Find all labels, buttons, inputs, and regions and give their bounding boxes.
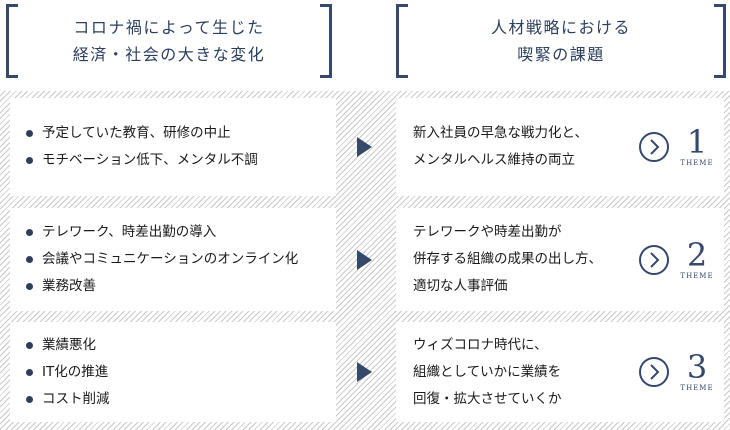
list-item-text: テレワーク、時差出勤の導入 (42, 224, 217, 240)
header-line: 喫緊の課題 (517, 45, 605, 64)
bullet-dot-icon (26, 368, 33, 376)
issue-text: テレワークや時差出勤が 併存する組織の成果の出し方、 適切な人事評価 (413, 219, 635, 300)
bullet-dot-icon (26, 157, 33, 164)
issue-line: メンタルヘルス維持の両立 (413, 152, 575, 168)
list-item: 予定していた教育、研修の中止 (26, 120, 336, 147)
issue-line: 新入社員の早急な戦力化と、 (413, 125, 588, 141)
list-item: コスト削減 (26, 386, 336, 413)
list-item: テレワーク、時差出勤の導入 (26, 219, 336, 246)
list-item: 業務改善 (26, 273, 336, 300)
bracket-right (320, 4, 332, 78)
changes-box: 業績悪化 IT化の推進 コスト削減 (10, 322, 336, 422)
theme-badge: 2 THEME (674, 238, 720, 281)
bullet-dot-icon (26, 256, 33, 263)
bracket-left (6, 4, 18, 78)
changes-list: 予定していた教育、研修の中止 モチベーション低下、メンタル不調 (26, 120, 336, 174)
list-item-text: 業務改善 (42, 278, 96, 294)
theme-label: THEME (680, 384, 714, 392)
list-item: 会議やコミュニケーションのオンライン化 (26, 246, 336, 273)
header-line: 経済・社会の大きな変化 (72, 45, 266, 64)
chevron-circle-right-icon[interactable] (639, 244, 669, 275)
header-urgent-issues: 人材戦略における 喫緊の課題 (396, 4, 726, 78)
theme-label: THEME (680, 159, 714, 167)
issue-line: 組織としていかに業績を (413, 363, 562, 380)
changes-list: テレワーク、時差出勤の導入 会議やコミュニケーションのオンライン化 業務改善 (26, 219, 336, 300)
header-title: コロナ禍によって生じた 経済・社会の大きな変化 (73, 14, 266, 68)
issue-line: テレワークや時差出勤が (413, 224, 562, 240)
list-item-text: モチベーション低下、メンタル不調 (42, 152, 258, 168)
header-line: 人材戦略における (490, 18, 631, 37)
header-title: 人材戦略における 喫緊の課題 (491, 14, 631, 68)
theme-row-1: 予定していた教育、研修の中止 モチベーション低下、メンタル不調 新入社員の早急な… (0, 98, 730, 196)
bullet-dot-icon (26, 283, 33, 290)
theme-badge: 3 THEME (674, 350, 720, 393)
theme-badge: 1 THEME (674, 125, 720, 168)
triangle-right-icon (357, 362, 372, 382)
theme-number: 3 (686, 348, 708, 386)
list-item: IT化の推進 (26, 359, 336, 386)
header-economic-social-changes: コロナ禍によって生じた 経済・社会の大きな変化 (6, 4, 332, 78)
header-line: コロナ禍によって生じた (73, 18, 265, 37)
list-item: 業績悪化 (26, 332, 336, 359)
changes-box: テレワーク、時差出勤の導入 会議やコミュニケーションのオンライン化 業務改善 (10, 208, 336, 311)
triangle-right-icon (357, 137, 372, 157)
chevron-circle-right-icon[interactable] (639, 132, 669, 162)
triangle-right-icon (357, 249, 372, 270)
issue-line: 併存する組織の成果の出し方、 (413, 251, 602, 267)
changes-list: 業績悪化 IT化の推進 コスト削減 (26, 332, 336, 413)
issue-text: ウィズコロナ時代に、 組織としていかに業績を 回復・拡大させていくか (413, 332, 635, 413)
issue-line: ウィズコロナ時代に、 (413, 336, 548, 353)
issue-text: 新入社員の早急な戦力化と、 メンタルヘルス維持の両立 (413, 120, 635, 174)
bracket-left (396, 4, 408, 78)
issue-box: ウィズコロナ時代に、 組織としていかに業績を 回復・拡大させていくか 3 THE… (396, 322, 724, 422)
chevron-circle-right-icon[interactable] (639, 357, 669, 387)
list-item: モチベーション低下、メンタル不調 (26, 147, 336, 174)
bullet-dot-icon (26, 130, 33, 137)
list-item-text: 業績悪化 (42, 336, 96, 353)
list-item-text: コスト削減 (42, 390, 110, 407)
bullet-dot-icon (26, 395, 33, 403)
theme-number: 2 (686, 235, 708, 274)
list-item-text: 会議やコミュニケーションのオンライン化 (42, 251, 299, 267)
list-item-text: IT化の推進 (42, 363, 109, 380)
theme-number: 1 (686, 123, 708, 161)
issue-box: 新入社員の早急な戦力化と、 メンタルヘルス維持の両立 1 THEME (396, 98, 724, 196)
theme-row-2: テレワーク、時差出勤の導入 会議やコミュニケーションのオンライン化 業務改善 テ… (0, 208, 730, 311)
bullet-dot-icon (26, 229, 33, 236)
theme-row-3: 業績悪化 IT化の推進 コスト削減 ウィズコロナ時代に、 組織としていかに業績を… (0, 322, 730, 422)
bullet-dot-icon (26, 341, 33, 349)
changes-box: 予定していた教育、研修の中止 モチベーション低下、メンタル不調 (10, 98, 336, 196)
issue-box: テレワークや時差出勤が 併存する組織の成果の出し方、 適切な人事評価 2 THE… (396, 208, 724, 311)
issue-line: 回復・拡大させていくか (413, 390, 562, 407)
theme-label: THEME (680, 271, 714, 280)
list-item-text: 予定していた教育、研修の中止 (42, 125, 231, 141)
issue-line: 適切な人事評価 (413, 278, 508, 294)
bracket-right (714, 4, 726, 78)
